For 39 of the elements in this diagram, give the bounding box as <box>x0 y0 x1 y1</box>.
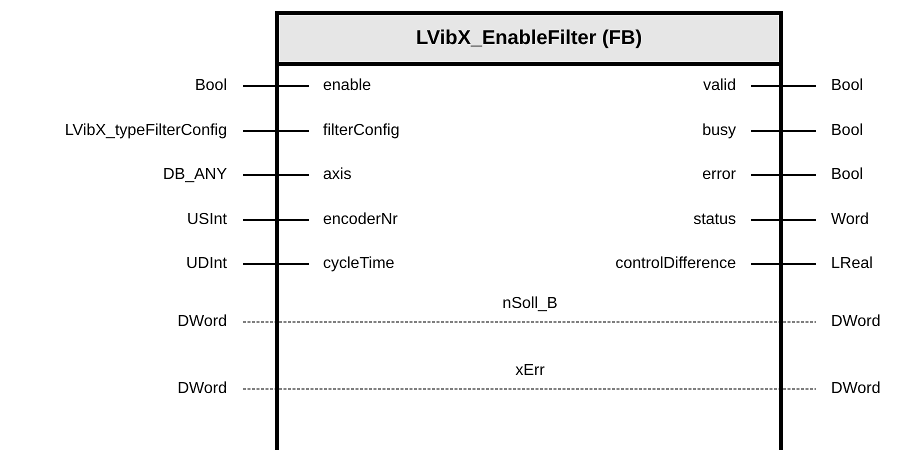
pin-connector <box>751 263 816 265</box>
data-type-label: Word <box>816 210 869 230</box>
output-pin-label: busy <box>702 121 751 141</box>
function-block <box>275 11 783 450</box>
data-type-label: Bool <box>816 165 864 185</box>
output-pin-label: controlDifference <box>615 254 751 274</box>
data-type-label: LVibX_typeFilterConfig <box>64 121 243 141</box>
block-title: LVibX_EnableFilter (FB) <box>279 15 779 66</box>
input-pin-label: axis <box>309 165 352 185</box>
input-pin-label: enable <box>309 76 372 96</box>
pin-connector <box>243 130 309 132</box>
data-type-label: DWord <box>816 379 880 399</box>
pin-connector <box>243 263 309 265</box>
data-type-label: Bool <box>816 121 864 141</box>
input-pin-label: filterConfig <box>309 121 400 141</box>
pin-connector <box>751 174 816 176</box>
output-pin-label: error <box>702 165 751 185</box>
output-pin-label: valid <box>703 76 751 96</box>
edge-label: nSoll_B <box>502 294 558 314</box>
input-pin-label: encoderNr <box>309 210 398 230</box>
edge-label: xErr <box>515 361 545 381</box>
data-type-label: DWord <box>816 312 880 332</box>
data-type-label: DWord <box>178 312 243 332</box>
data-type-label: LReal <box>816 254 873 274</box>
data-type-label: Bool <box>194 76 243 96</box>
dashed-connector <box>242 388 816 390</box>
data-type-label: UDInt <box>186 254 243 274</box>
data-type-label: DB_ANY <box>162 165 243 185</box>
input-pin-label: cycleTime <box>309 254 394 274</box>
pin-connector <box>751 85 816 87</box>
pin-connector <box>243 174 309 176</box>
pin-connector <box>243 85 309 87</box>
pin-connector <box>751 219 816 221</box>
pin-connector <box>243 219 309 221</box>
output-pin-label: status <box>693 210 751 230</box>
data-type-label: Bool <box>816 76 864 96</box>
data-type-label: DWord <box>178 379 243 399</box>
data-type-label: USInt <box>186 210 243 230</box>
pin-connector <box>751 130 816 132</box>
